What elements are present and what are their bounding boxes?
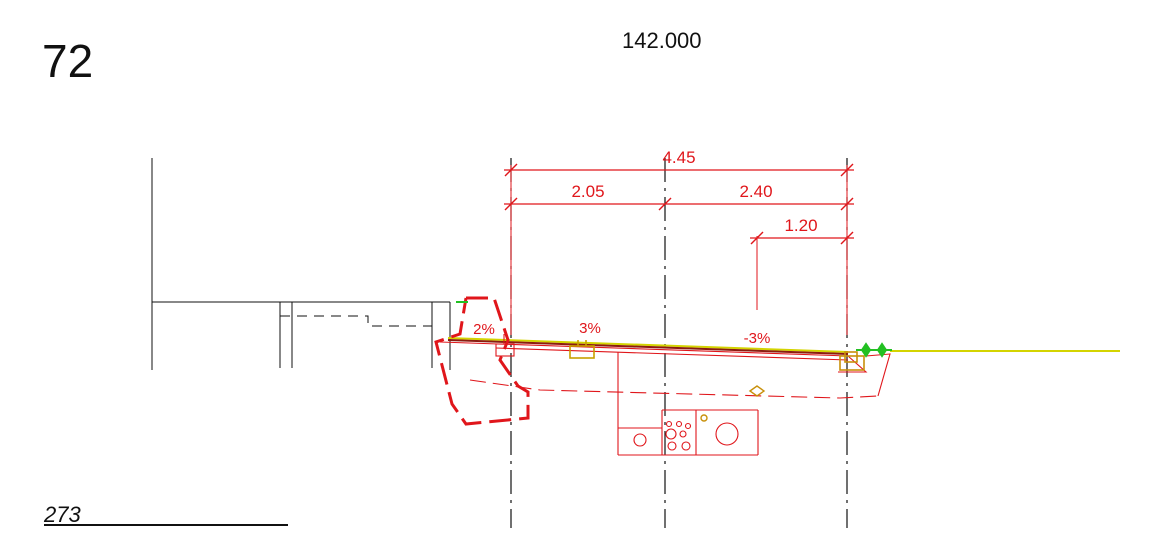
drain-channels <box>569 340 865 371</box>
dimension-right: 2.40 <box>739 182 772 201</box>
dimension-left: 2.05 <box>571 182 604 201</box>
pavement-structure <box>439 341 891 456</box>
existing-ground-markers <box>856 342 892 358</box>
slope-label-left-lane: 3% <box>579 320 601 337</box>
left-kerb-section <box>434 296 530 426</box>
extension-lines <box>510 165 848 335</box>
dimension-total: 4.45 <box>662 148 695 167</box>
reference-label: 273 <box>44 502 81 527</box>
slope-label-right-lane: -3% <box>744 330 771 347</box>
dimension-offset: 1.20 <box>784 216 817 235</box>
fixture-marker <box>700 385 766 422</box>
dimension-lines <box>504 169 854 239</box>
slope-label-left-edge: 2% <box>473 321 495 338</box>
sheet-number: 72 <box>42 35 94 87</box>
road-surface <box>447 337 1120 355</box>
station-label: 142.000 <box>622 28 702 53</box>
building-outline <box>151 158 451 370</box>
left-kerb-detail <box>456 301 515 357</box>
reference-underline <box>44 524 288 526</box>
dimension-ticks <box>504 163 854 245</box>
